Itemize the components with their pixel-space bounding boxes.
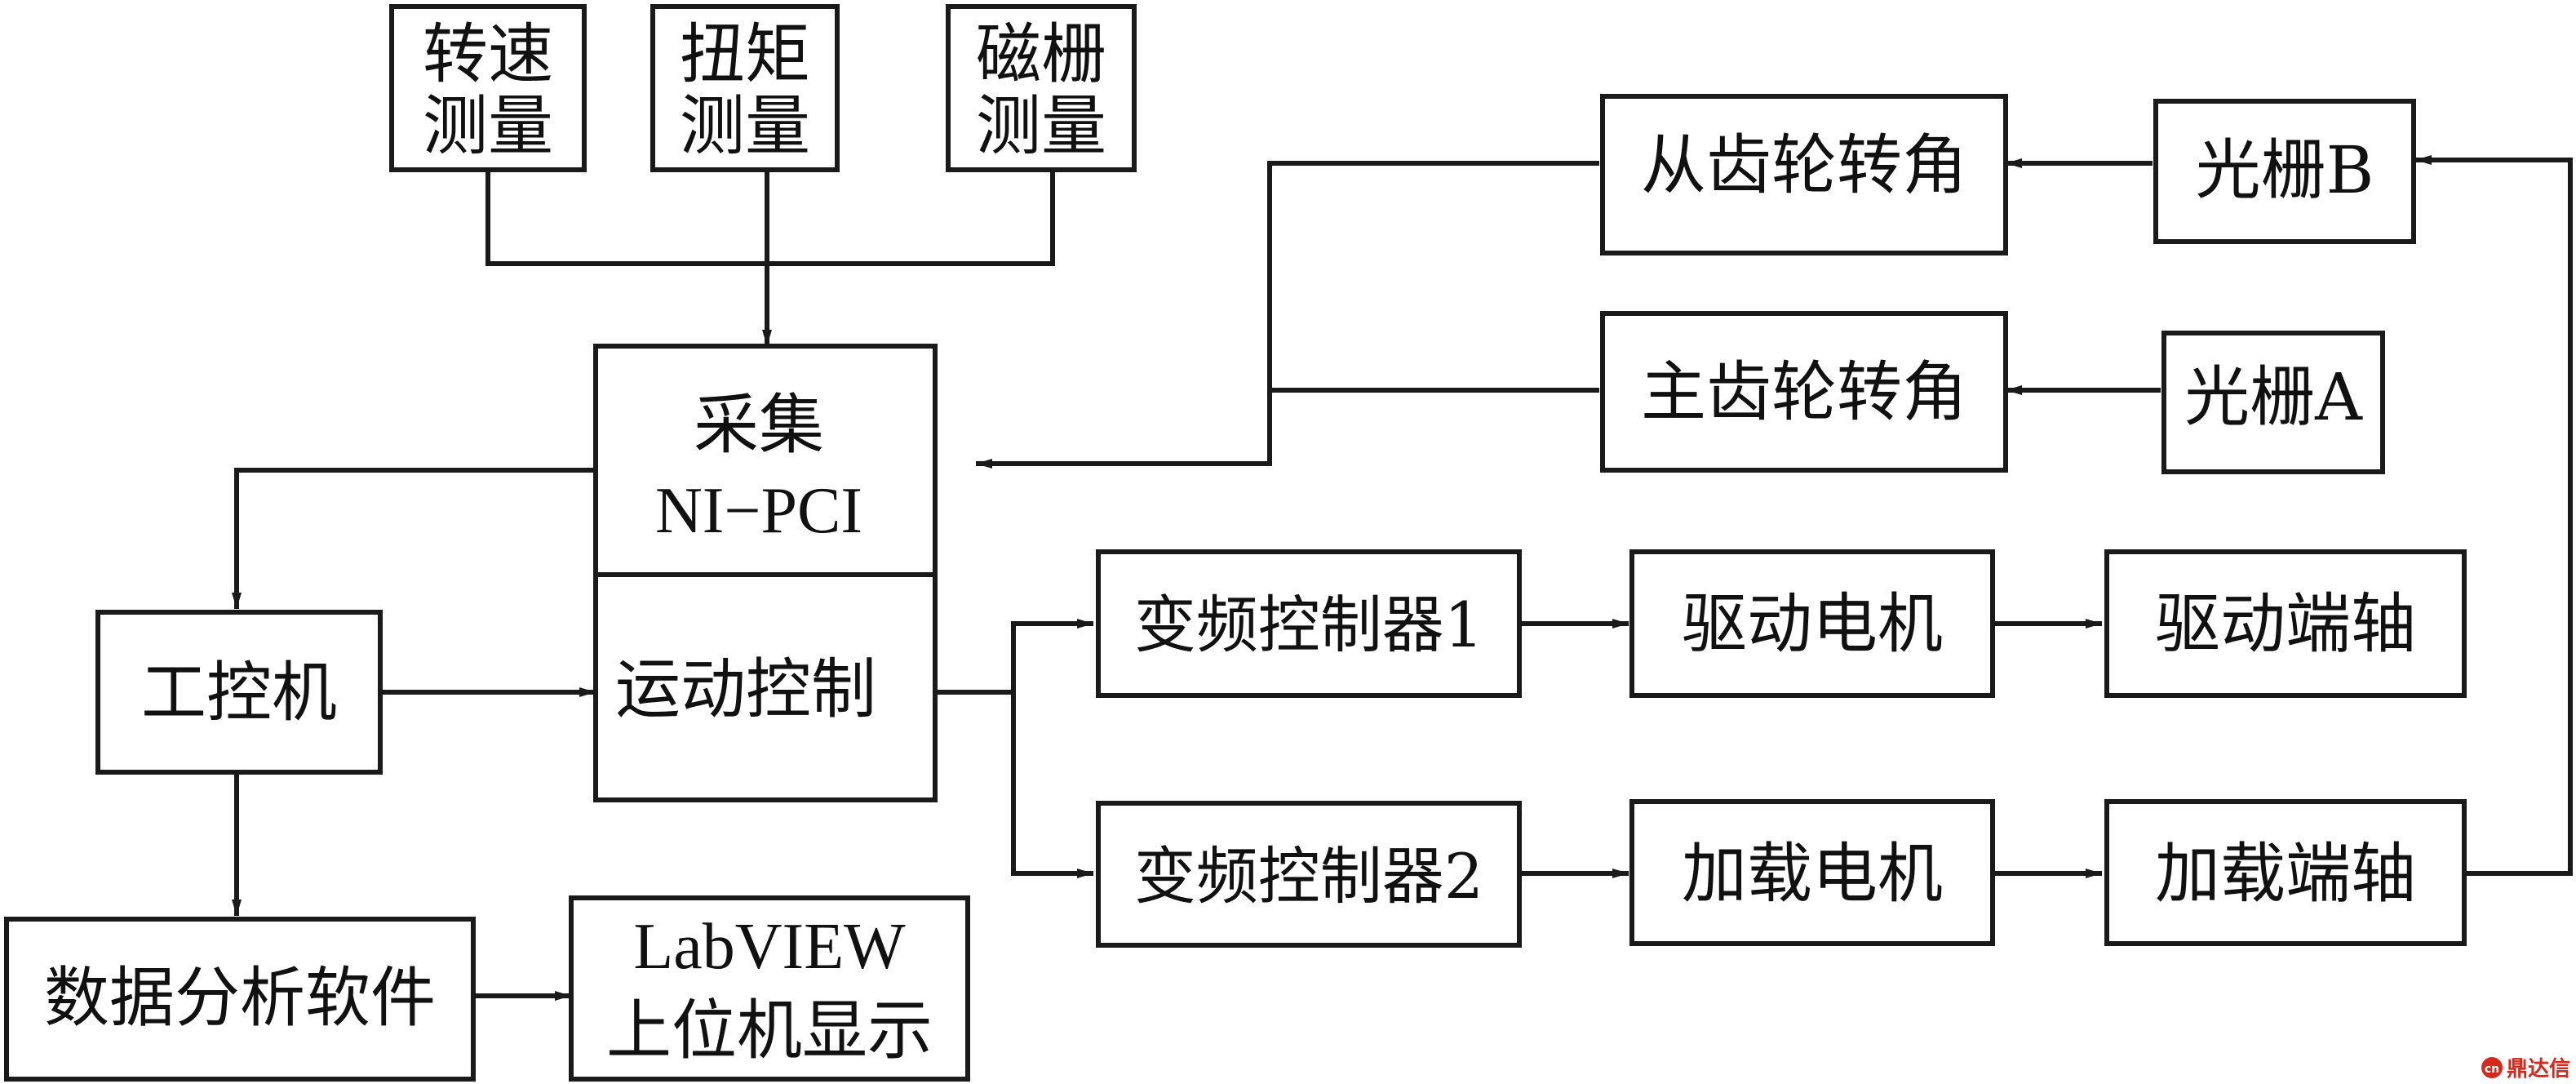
industrial-pc-block: 工控机 xyxy=(95,610,383,775)
torque-measure-label-1: 扭矩 xyxy=(680,16,810,92)
watermark-badge-icon xyxy=(2481,1057,2503,1078)
vfd1-block: 变频控制器1 xyxy=(1096,549,1522,698)
load-shaft-to-grating-b-line xyxy=(2415,155,2573,876)
acquisition-label: 采集 xyxy=(694,387,824,463)
vfd2-label: 变频控制器2 xyxy=(1134,840,1483,913)
drive-motor-label: 驱动电机 xyxy=(1682,586,1943,662)
magnetic-grating-measure-block: 磁栅 测量 xyxy=(946,4,1137,172)
vfd1-label: 变频控制器1 xyxy=(1134,589,1483,661)
vfd1-branch-line xyxy=(1011,619,1093,692)
magnetic-grating-label-2: 测量 xyxy=(976,88,1106,164)
slave-gear-angle-label: 从齿轮转角 xyxy=(1641,127,1967,203)
magnetic-grating-label-1: 磁栅 xyxy=(976,16,1106,92)
speed-measure-label-2: 测量 xyxy=(423,88,553,164)
host-display-label: 上位机显示 xyxy=(606,993,933,1068)
slave-angle-to-acq-line xyxy=(1267,161,1599,390)
grating-a-label: 光栅A xyxy=(2184,359,2363,435)
grating-b-block: 光栅B xyxy=(2153,99,2416,244)
industrial-pc-label: 工控机 xyxy=(141,655,337,731)
master-gear-angle-label: 主齿轮转角 xyxy=(1641,354,1967,430)
vfd2-block: 变频控制器2 xyxy=(1096,801,1522,948)
speed-measure-block: 转速 测量 xyxy=(389,4,587,172)
drive-motor-block: 驱动电机 xyxy=(1629,549,1995,698)
load-motor-label: 加载电机 xyxy=(1682,836,1943,912)
load-motor-block: 加载电机 xyxy=(1629,799,1995,946)
watermark-badge-text: cn xyxy=(2485,1063,2499,1076)
labview-display-block: LabVIEW 上位机显示 xyxy=(569,895,970,1082)
torque-measure-block: 扭矩 测量 xyxy=(650,4,840,172)
slave-gear-angle-block: 从齿轮转角 xyxy=(1600,94,2008,255)
grating-a-block: 光栅A xyxy=(2161,331,2385,474)
drive-shaft-label: 驱动端轴 xyxy=(2155,586,2416,662)
acq-to-ipc-line xyxy=(232,468,594,609)
watermark-text: 鼎达信 xyxy=(2507,1057,2570,1082)
vfd2-branch-line xyxy=(1011,692,1093,878)
drive-shaft-block: 驱动端轴 xyxy=(2104,549,2467,698)
load-shaft-block: 加载端轴 xyxy=(2104,799,2467,946)
master-gear-angle-block: 主齿轮转角 xyxy=(1600,311,2008,473)
watermark-logo: cn 鼎达信 xyxy=(2481,1057,2570,1082)
torque-measure-label-2: 测量 xyxy=(680,88,810,164)
grating-b-label: 光栅B xyxy=(2196,132,2374,208)
analysis-software-block: 数据分析软件 xyxy=(4,917,476,1082)
labview-label: LabVIEW xyxy=(633,911,906,983)
acquisition-block: 采集 NI−PCI xyxy=(593,344,938,577)
angles-to-acq-arrow xyxy=(976,389,1272,469)
speed-to-acq-line xyxy=(485,170,1055,266)
motion-control-block: 运动控制 xyxy=(593,572,938,802)
connections xyxy=(232,155,2573,1001)
load-shaft-label: 加载端轴 xyxy=(2155,836,2416,912)
analysis-software-label: 数据分析软件 xyxy=(44,960,436,1036)
ni-pci-label: NI−PCI xyxy=(655,475,862,547)
speed-measure-label-1: 转速 xyxy=(423,16,553,92)
motion-control-label: 运动控制 xyxy=(615,651,876,727)
